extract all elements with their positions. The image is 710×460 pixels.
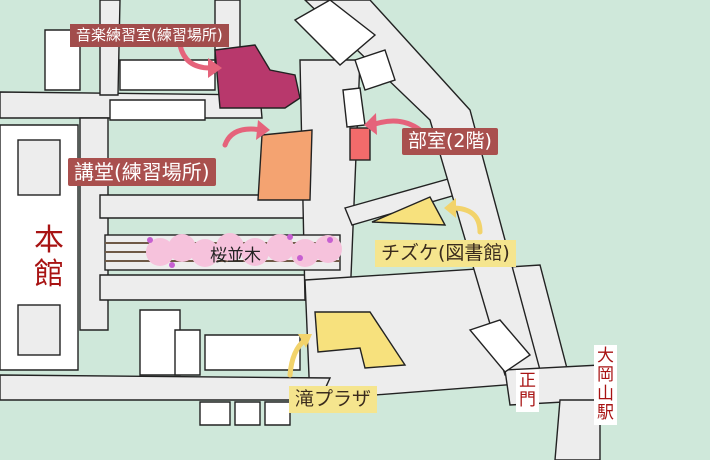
library-label[interactable]: チズケ(図書館)	[375, 240, 516, 267]
sakura-avenue-label[interactable]: 桜並木	[210, 246, 261, 266]
taki-plaza-building	[314, 311, 407, 369]
building-s4	[199, 401, 231, 426]
arrow-music	[177, 42, 213, 71]
club-room-label[interactable]: 部室(2階)	[402, 128, 498, 155]
station-label-text: 大岡山駅	[597, 346, 614, 424]
building-gate-house	[468, 319, 532, 373]
music-room-label[interactable]: 音楽練習室(練習場所)	[70, 24, 229, 47]
library-building	[371, 196, 447, 226]
curved-arrow-head-icons-yellow	[298, 198, 456, 348]
arrow-club	[369, 118, 423, 133]
building-s5	[234, 401, 261, 426]
building-s2	[174, 329, 201, 376]
building-small	[109, 99, 206, 121]
curved-arrow-head-icons	[208, 58, 377, 140]
building-s6	[264, 401, 291, 426]
honkan-courtyard-south	[17, 304, 61, 356]
music-room-building	[214, 44, 301, 109]
building-ne2	[354, 49, 396, 91]
building-music-annex	[119, 59, 216, 91]
main-gate-label[interactable]: 正門	[516, 370, 539, 413]
taki-plaza-label[interactable]: 滝プラザ	[289, 386, 378, 413]
building-ne3	[342, 87, 366, 128]
road-station	[554, 399, 601, 460]
sakura-avenue	[104, 233, 342, 271]
road-south-west	[0, 374, 332, 401]
cherry-petal-icons	[147, 234, 333, 268]
honkan-courtyard-north	[17, 139, 61, 196]
club-room-building	[349, 127, 371, 161]
road-network	[0, 0, 601, 460]
auditorium-label[interactable]: 講堂(練習場所)	[68, 158, 216, 186]
building-ne1	[293, 0, 377, 66]
road-top-left	[99, 0, 121, 96]
station-label[interactable]: 大岡山駅	[594, 345, 617, 426]
auditorium-building	[257, 129, 313, 201]
building-s3	[204, 334, 301, 371]
honkan-label-text: 本館	[34, 223, 64, 292]
main-gate-label-text: 正門	[519, 371, 536, 411]
cherry-blossom-icon	[146, 233, 342, 267]
honkan-label[interactable]: 本館	[30, 222, 68, 294]
arrow-library	[449, 205, 483, 235]
building-s1	[139, 309, 181, 376]
